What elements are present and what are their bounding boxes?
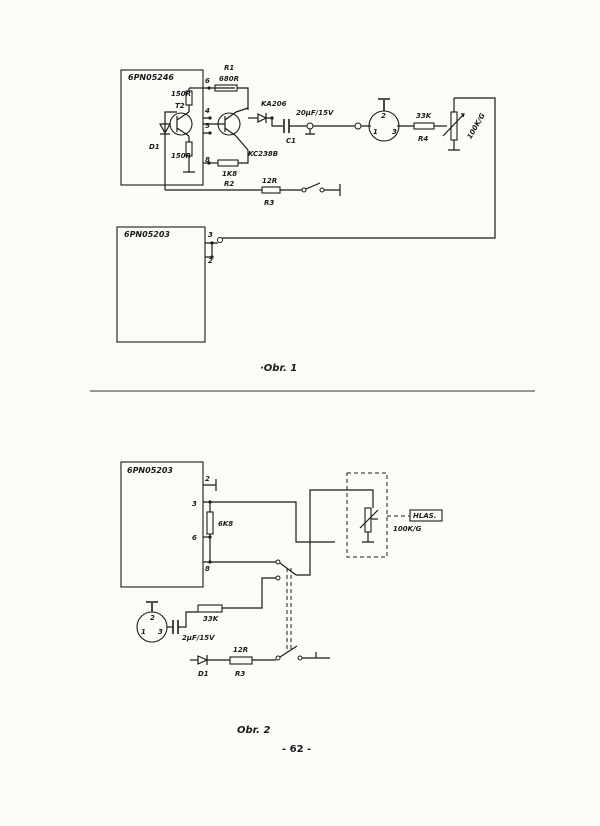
pin-4-top: 4 <box>205 107 210 115</box>
resistor-r4 <box>413 122 435 130</box>
resistor-6k8 <box>206 511 214 535</box>
block-6pn05203-fig1 <box>116 226 206 343</box>
resistor-r2 <box>217 159 239 167</box>
diode-d1 <box>158 120 172 135</box>
caption-obr-2: Obr. 2 <box>237 725 270 736</box>
d1-fig2-label: D1 <box>198 670 209 678</box>
capacitor-2uf <box>172 620 179 634</box>
dashed-enclosure <box>346 472 388 558</box>
pin-3-fig1: 3 <box>208 231 213 239</box>
block-6pn05246 <box>120 69 204 186</box>
capacitor-c1 <box>283 119 290 133</box>
diode-ka206 <box>257 113 268 123</box>
ka206-label: KA206 <box>261 100 287 108</box>
pot-fig2-label: 100K/G <box>393 525 422 533</box>
pin-6-top: 6 <box>205 77 210 85</box>
block-6pn05203-fig2-label: 6PN05203 <box>127 466 173 475</box>
resistor-33k <box>197 604 223 613</box>
r4-value: 33K <box>416 112 432 120</box>
pot-label: 100K/G <box>466 112 487 141</box>
resistor-r3 <box>261 186 281 194</box>
diode-d1-fig2 <box>197 655 209 665</box>
conn1-pin3: 3 <box>392 128 397 136</box>
r1-value: 680R <box>219 75 239 83</box>
figure-2: 6PN05203 2 3 6 8 6K8 100K/G HLAS. <box>120 461 443 736</box>
r4-label: R4 <box>418 135 428 143</box>
switch-fig2-lower <box>279 645 298 658</box>
caption-obr-1: ·Obr. 1 <box>260 363 297 374</box>
switch-fig1 <box>305 182 321 190</box>
r33k-label: 33K <box>203 615 219 623</box>
pin-3-fig2: 3 <box>192 500 197 508</box>
pin-8-fig2: 8 <box>205 565 210 573</box>
r150-bottom-label: 150R <box>171 152 191 160</box>
r3-value: 12R <box>262 177 277 185</box>
r2-value: 1K8 <box>222 170 237 178</box>
switch-fig2-upper <box>279 562 297 576</box>
r150-top-label: 150R <box>171 90 191 98</box>
figure-1: 6PN05246 6 4 5 8 R1 680R 150R T2 D1 <box>116 64 496 374</box>
pin-5-top: 5 <box>205 122 210 130</box>
hlas-box <box>409 509 443 522</box>
pin-2-fig1: 2 <box>208 257 213 265</box>
r2-label: R2 <box>224 180 234 188</box>
transistor-t2 <box>169 112 193 136</box>
conn1-pin2: 2 <box>381 112 386 120</box>
conn2-pin1: 1 <box>141 628 146 636</box>
pin-6-fig2: 6 <box>192 534 197 542</box>
r1-label: R1 <box>224 64 234 72</box>
kc238b-label: KC238B <box>248 150 278 158</box>
r12r-label: 12R <box>233 646 248 654</box>
block-6pn05203-fig1-label: 6PN05203 <box>124 230 170 239</box>
pin-2-fig2: 2 <box>205 475 210 483</box>
c1-label: C1 <box>286 137 296 145</box>
r6k8-label: 6K8 <box>218 520 233 528</box>
d1-label: D1 <box>149 143 160 151</box>
c1-value: 20μF/15V <box>296 109 334 117</box>
t2-label: T2 <box>175 102 185 110</box>
resistor-r3-fig2 <box>229 656 253 665</box>
conn2-pin3: 3 <box>158 628 163 636</box>
block-6pn05203-fig2 <box>120 461 204 588</box>
conn1-pin1: 1 <box>373 128 378 136</box>
page-number: - 62 - <box>282 744 311 755</box>
r3-fig2-label: R3 <box>235 670 245 678</box>
hlas-label: HLAS. <box>413 512 436 520</box>
cap-fig2-label: 2μF/15V <box>182 634 215 642</box>
block-6pn05246-label: 6PN05246 <box>128 73 174 82</box>
conn2-pin2: 2 <box>150 614 155 622</box>
pin-8-top: 8 <box>205 156 210 164</box>
r3-label: R3 <box>264 199 274 207</box>
